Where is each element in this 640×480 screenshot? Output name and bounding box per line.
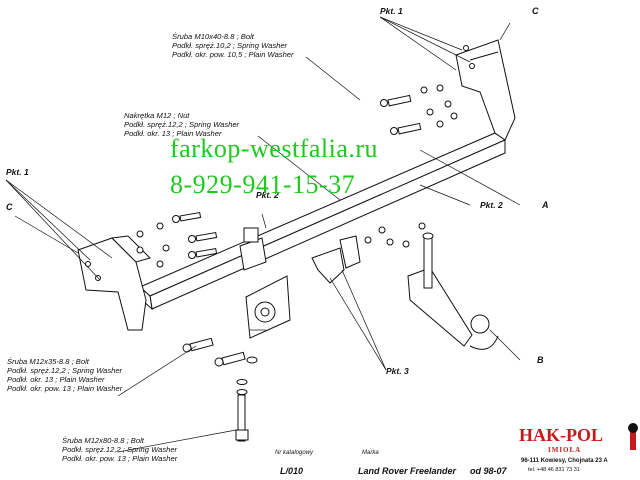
logo-mark — [628, 423, 638, 450]
callout-line: Podkł. spręż.12,2 ; Spring Washer — [62, 445, 178, 454]
center-bracket — [239, 227, 361, 284]
callout-line: Śruba M12x35-8.8 ; Bolt — [7, 357, 89, 366]
electrical-socket-plate — [245, 275, 291, 339]
pkt1-left-label: Pkt. 1 — [6, 167, 29, 177]
left-bolts — [136, 211, 218, 268]
watermark-phone: 8-929-941-15-37 — [170, 170, 356, 199]
callout-line: Podkł. spręż.12,2 ; Spring Washer — [124, 120, 240, 129]
callout-line: Podkł. okr. 13 ; Plain Washer — [7, 375, 105, 384]
pkt3-label: Pkt. 3 — [386, 366, 409, 376]
callout-line: Podkł. spręż.10,2 ; Spring Washer — [172, 41, 288, 50]
callout-line: Podkł. okr. pow. 10,5 ; Plain Washer — [172, 50, 294, 59]
right-side-arm — [455, 39, 516, 141]
callout-line: Podkł. okr. 13 ; Plain Washer — [124, 129, 222, 138]
callout-line: Nakrętka M12 ; Nut — [124, 111, 190, 120]
vehicle-years: od 98-07 — [470, 466, 507, 476]
leader-lines — [5, 16, 521, 453]
callout-line: Podkł. spręż.12,2 ; Spring Washer — [7, 366, 123, 375]
callout-bolt-m12x80: Śruba M12x80-8.8 ; Bolt Podkł. spręż.12,… — [62, 436, 177, 463]
letter-a: A — [542, 200, 549, 210]
callout-line: Podkł. okr. pow. 13 ; Plain Washer — [7, 384, 123, 393]
watermark-site: farkop-westfalia.ru — [170, 134, 379, 163]
brand-logo-sub: IMIOŁA — [548, 446, 582, 454]
pkt2-right-label: Pkt. 2 — [480, 200, 503, 210]
letter-c-top: C — [532, 6, 539, 16]
top-right-bolts — [380, 84, 458, 135]
make-caption: Marka — [362, 450, 379, 456]
long-bolt-right — [422, 232, 434, 289]
cross-beam — [139, 132, 507, 311]
catalog-caption: Nr katalogowy — [275, 450, 314, 456]
vehicle-make: Land Rover Freelander — [358, 466, 457, 476]
pkt1-top-label: Pkt. 1 — [380, 6, 403, 16]
brand-logo-text: HAK-POL — [519, 425, 603, 445]
callout-bolt-m12x35: Śruba M12x35-8.8 ; Bolt Podkł. spręż.12,… — [7, 357, 122, 393]
callout-top-bolt: Śruba M10x40-8.8 ; Bolt Podkł. spręż.10,… — [172, 32, 294, 59]
catalog-number: L/010 — [280, 466, 304, 476]
callout-line: Podkł. okr. pow. 13 ; Plain Washer — [62, 454, 178, 463]
callout-line: Śruba M12x80-8.8 ; Bolt — [62, 436, 144, 445]
brand-phone: tel. +48 46 831 73 31 — [528, 467, 580, 473]
letter-c-left: C — [6, 202, 13, 212]
brand-address: 96-111 Kowiesy, Chojnata 23 A — [521, 458, 608, 464]
callout-nut: Nakrętka M12 ; Nut Podkł. spręż.12,2 ; S… — [124, 111, 239, 138]
lower-washers — [182, 222, 426, 367]
callout-line: Śruba M10x40-8.8 ; Bolt — [172, 32, 254, 41]
bottom-vertical-bolt — [235, 379, 249, 442]
letter-b: B — [537, 355, 544, 365]
tow-ball-neck — [407, 267, 499, 350]
pkt2-mid-label: Pkt. 2 — [256, 190, 279, 200]
